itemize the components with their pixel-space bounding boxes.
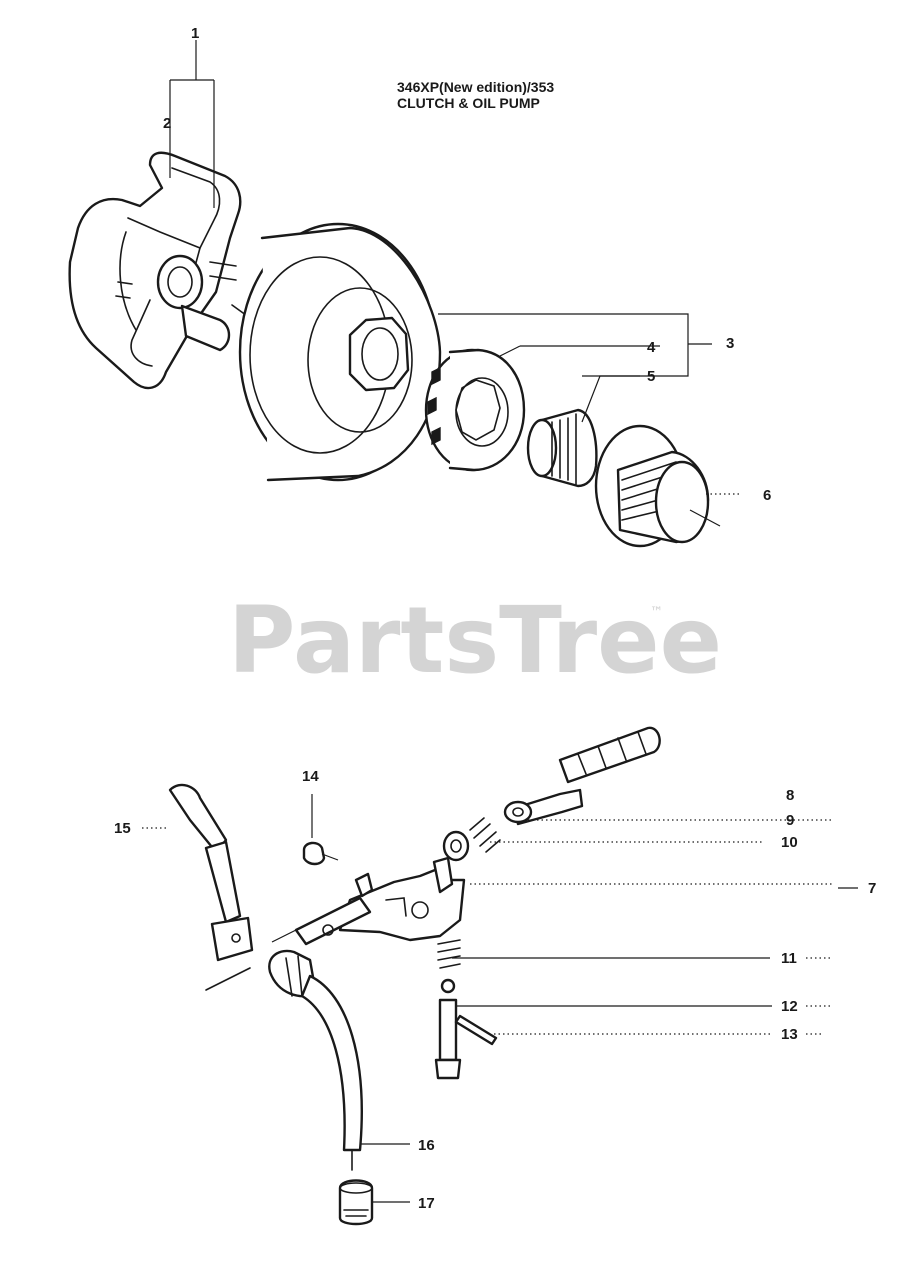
- callout-15: 15: [114, 820, 131, 837]
- oil-hose-part: [268, 949, 363, 1171]
- callout-1-bracket: [169, 40, 215, 208]
- needle-bearing-part: [526, 408, 598, 488]
- oil-pump-roll-pin-part: [454, 1014, 498, 1046]
- callout-7: 7: [868, 880, 876, 897]
- callout-2: 2: [163, 115, 171, 132]
- clutch-drum-part: [238, 222, 442, 482]
- callout-12: 12: [781, 998, 798, 1015]
- oil-pump-screw-part: [302, 841, 339, 866]
- diagram-model-title: 346XP(New edition)/353: [397, 79, 554, 95]
- callout-5: 5: [647, 368, 655, 385]
- callout-4: 4: [647, 339, 656, 356]
- callout-11: 11: [781, 950, 797, 967]
- callout-9: 9: [786, 812, 794, 829]
- oil-filter-part: [338, 1179, 374, 1226]
- callout-3: 3: [726, 335, 734, 352]
- drive-sprocket-rim-part: [424, 348, 526, 472]
- oil-pump-pin-part: [294, 872, 374, 946]
- callout-1: 1: [191, 25, 199, 42]
- diagram-section-title: CLUTCH & OIL PUMP: [397, 95, 540, 111]
- callout-10: 10: [781, 834, 798, 851]
- callout-16: 16: [418, 1137, 435, 1154]
- callout-8: 8: [786, 787, 794, 804]
- oil-pump-spring-part: [442, 817, 501, 862]
- oil-pump-body-part: [338, 856, 466, 942]
- callout-6: 6: [763, 487, 771, 504]
- callout-13: 13: [781, 1026, 798, 1043]
- oil-pump-washer-part: [503, 800, 533, 824]
- callout-17: 17: [418, 1195, 435, 1212]
- watermark-logo: PartsTree: [228, 587, 722, 694]
- watermark-trademark: ™: [650, 605, 663, 620]
- oil-pump-piston-spring-part: [437, 939, 461, 969]
- oil-pump-plunger-part: [434, 978, 462, 1080]
- washer-part: [594, 424, 710, 548]
- clutch-shoe-part: [68, 151, 251, 390]
- oil-pump-shaft-part: [513, 726, 661, 826]
- oil-pump-cam-lever-part: [168, 783, 254, 991]
- callout-14: 14: [302, 768, 319, 785]
